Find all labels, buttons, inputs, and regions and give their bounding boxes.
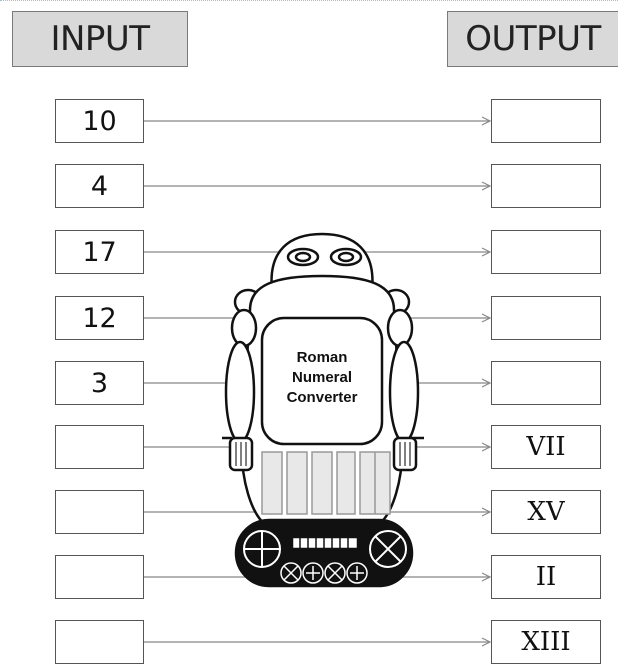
- output-cell[interactable]: [491, 361, 601, 405]
- output-cell[interactable]: VII: [491, 425, 601, 469]
- robot-panel-block: [286, 451, 308, 515]
- robot-label-line2: Numeral: [291, 369, 353, 386]
- arrow-head: [481, 637, 492, 647]
- top-border: [0, 0, 618, 1]
- robot-arm-lower-left: [224, 340, 256, 444]
- arrow-head: [481, 507, 492, 517]
- robot-label-line1: Roman: [296, 349, 348, 366]
- arrow-head: [481, 181, 492, 191]
- arrow-head: [481, 442, 492, 452]
- input-cell[interactable]: [55, 555, 144, 599]
- input-cell[interactable]: 10: [55, 99, 144, 143]
- robot-panel-block: [311, 451, 333, 515]
- output-cell[interactable]: II: [491, 555, 601, 599]
- output-cell[interactable]: [491, 296, 601, 340]
- output-header: OUTPUT: [447, 11, 618, 67]
- robot-label-line3: Converter: [286, 389, 358, 406]
- input-cell[interactable]: 3: [55, 361, 144, 405]
- robot-arm-upper-left: [230, 308, 258, 348]
- input-cell[interactable]: 12: [55, 296, 144, 340]
- arrow-head: [481, 378, 492, 388]
- robot-arm-upper-right: [386, 308, 414, 348]
- robot-track-base: [234, 518, 414, 588]
- robot-arm-lower-right: [388, 340, 420, 444]
- arrow-head: [481, 247, 492, 257]
- output-cell[interactable]: XIII: [491, 620, 601, 664]
- input-cell[interactable]: 17: [55, 230, 144, 274]
- arrow-head: [481, 116, 492, 126]
- robot-screen-label: Roman Numeral Converter: [262, 348, 382, 408]
- output-cell[interactable]: [491, 164, 601, 208]
- robot-screen: [260, 316, 384, 446]
- input-header: INPUT: [12, 11, 188, 67]
- input-cell[interactable]: 4: [55, 164, 144, 208]
- output-cell[interactable]: [491, 230, 601, 274]
- arrow-head: [481, 313, 492, 323]
- output-cell[interactable]: XV: [491, 490, 601, 534]
- robot-panel-block: [336, 451, 356, 515]
- output-cell[interactable]: [491, 99, 601, 143]
- input-cell[interactable]: [55, 425, 144, 469]
- robot-panel-block: [261, 451, 283, 515]
- input-cell[interactable]: [55, 490, 144, 534]
- arrow-head: [481, 572, 492, 582]
